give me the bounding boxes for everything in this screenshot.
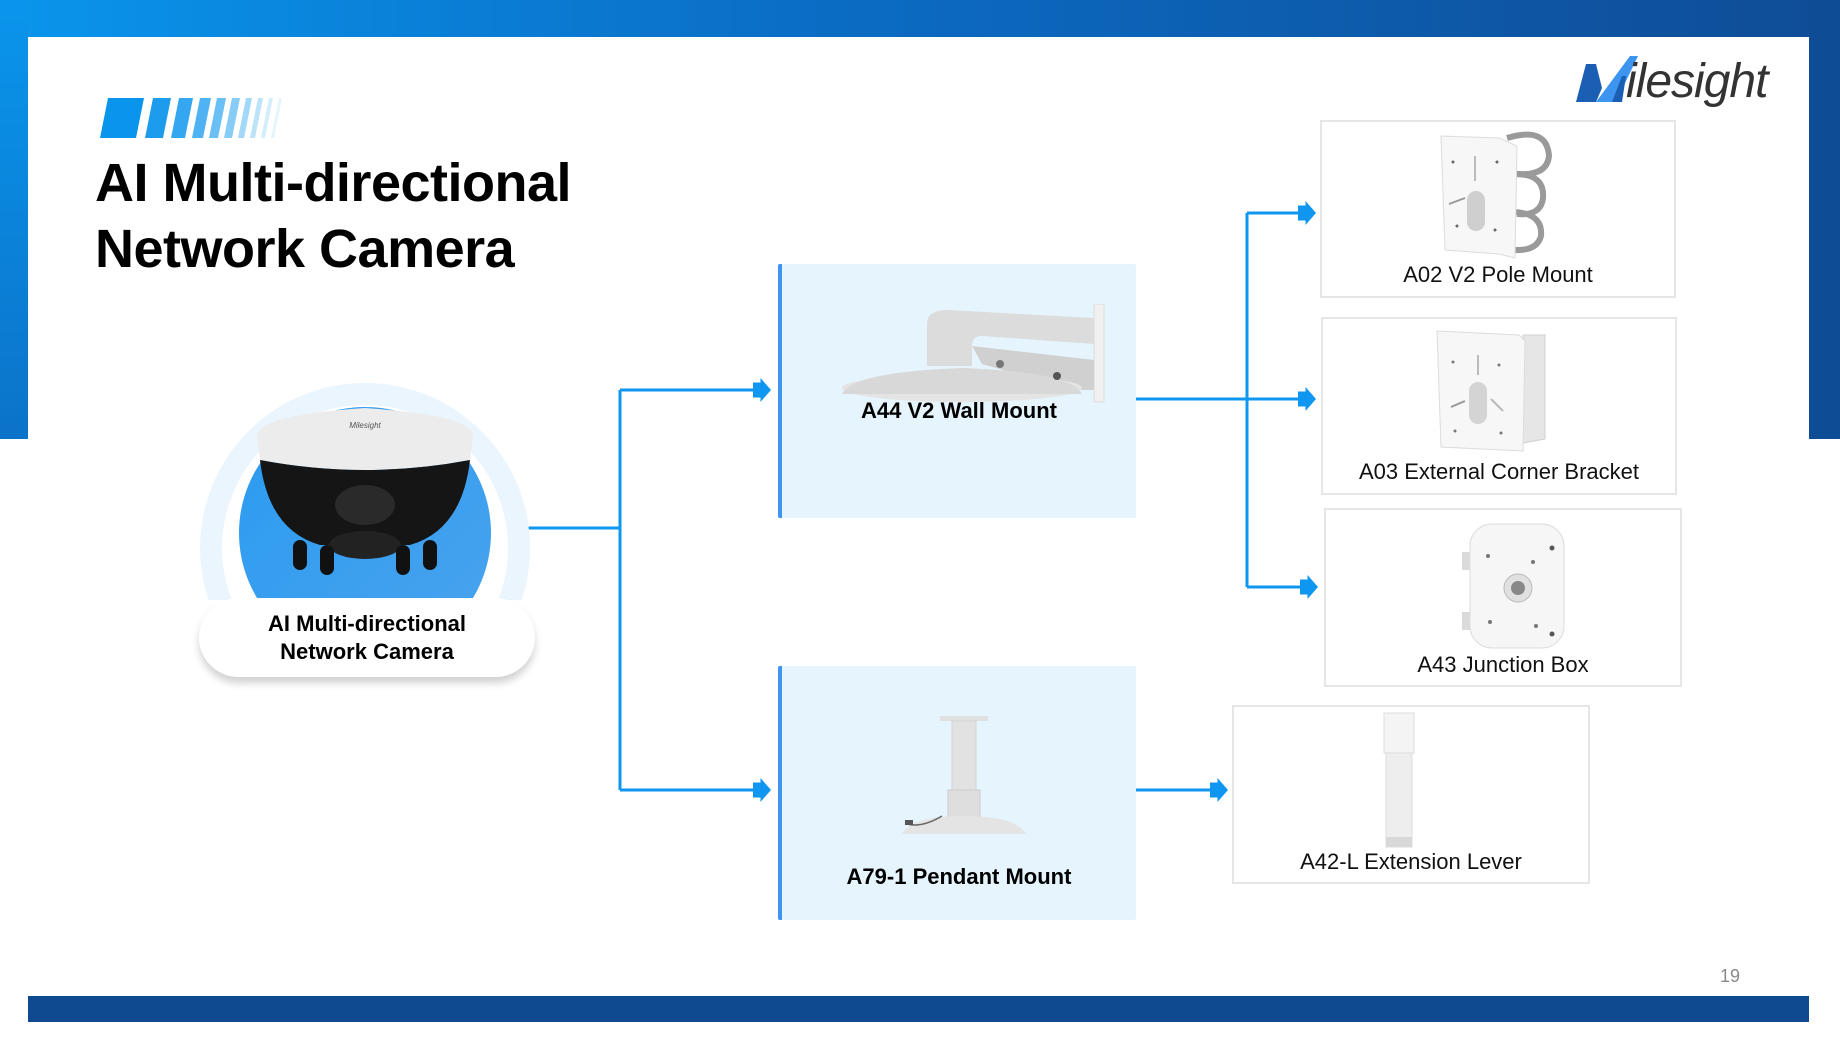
corner-bracket-icon	[1436, 330, 1546, 452]
footer-band	[28, 996, 1809, 1022]
source-label-line-1: AI Multi-directional	[268, 611, 466, 636]
stripes-decoration	[100, 98, 282, 138]
svg-text:Milesight: Milesight	[349, 421, 381, 430]
page-title-line-2: Network Camera	[95, 219, 515, 279]
header-band	[0, 0, 1840, 37]
pendant-mount-label: A79-1 Pendant Mount	[846, 864, 1072, 889]
logo-wordmark: ilesight	[1626, 55, 1768, 108]
logo-m-mark-icon	[1576, 56, 1638, 102]
source-label-line-2: Network Camera	[280, 639, 454, 664]
primary-mount-pendant-mount[interactable]: A79-1 Pendant Mount	[778, 666, 1136, 920]
pendant-mount-icon	[902, 716, 1026, 834]
source-camera-label: AI Multi-directional Network Camera	[199, 598, 535, 677]
accessory-junction-box[interactable]: A43 Junction Box	[1324, 508, 1682, 687]
junction-box-label: A43 Junction Box	[1417, 652, 1589, 677]
dome-camera-icon: Milesight	[200, 383, 530, 600]
extension-lever-icon	[1383, 712, 1415, 848]
extension-lever-label: A42-L Extension Lever	[1300, 849, 1522, 874]
page-number: 19	[1719, 966, 1740, 986]
pole-mount-icon	[1440, 131, 1553, 259]
pole-mount-label: A02 V2 Pole Mount	[1403, 262, 1593, 287]
left-frame-band	[0, 0, 28, 439]
page-title: AI Multi-directional Network Camera	[95, 150, 572, 282]
source-camera-node[interactable]: Milesight	[200, 380, 530, 680]
corner-bracket-label: A03 External Corner Bracket	[1358, 459, 1640, 484]
page-title-line-1: AI Multi-directional	[95, 153, 572, 213]
accessory-pole-mount[interactable]: A02 V2 Pole Mount	[1320, 120, 1676, 298]
accessory-extension-lever[interactable]: A42-L Extension Lever	[1232, 705, 1590, 884]
milesight-logo: ilesight	[1572, 52, 1782, 118]
accessory-corner-bracket[interactable]: A03 External Corner Bracket	[1321, 317, 1677, 495]
junction-box-icon	[1462, 523, 1565, 649]
primary-mount-wall-mount[interactable]: A44 V2 Wall Mount	[778, 264, 1136, 518]
wall-mount-label: A44 V2 Wall Mount	[861, 398, 1057, 423]
wall-mount-icon	[842, 304, 1105, 403]
right-frame-band	[1809, 0, 1840, 439]
